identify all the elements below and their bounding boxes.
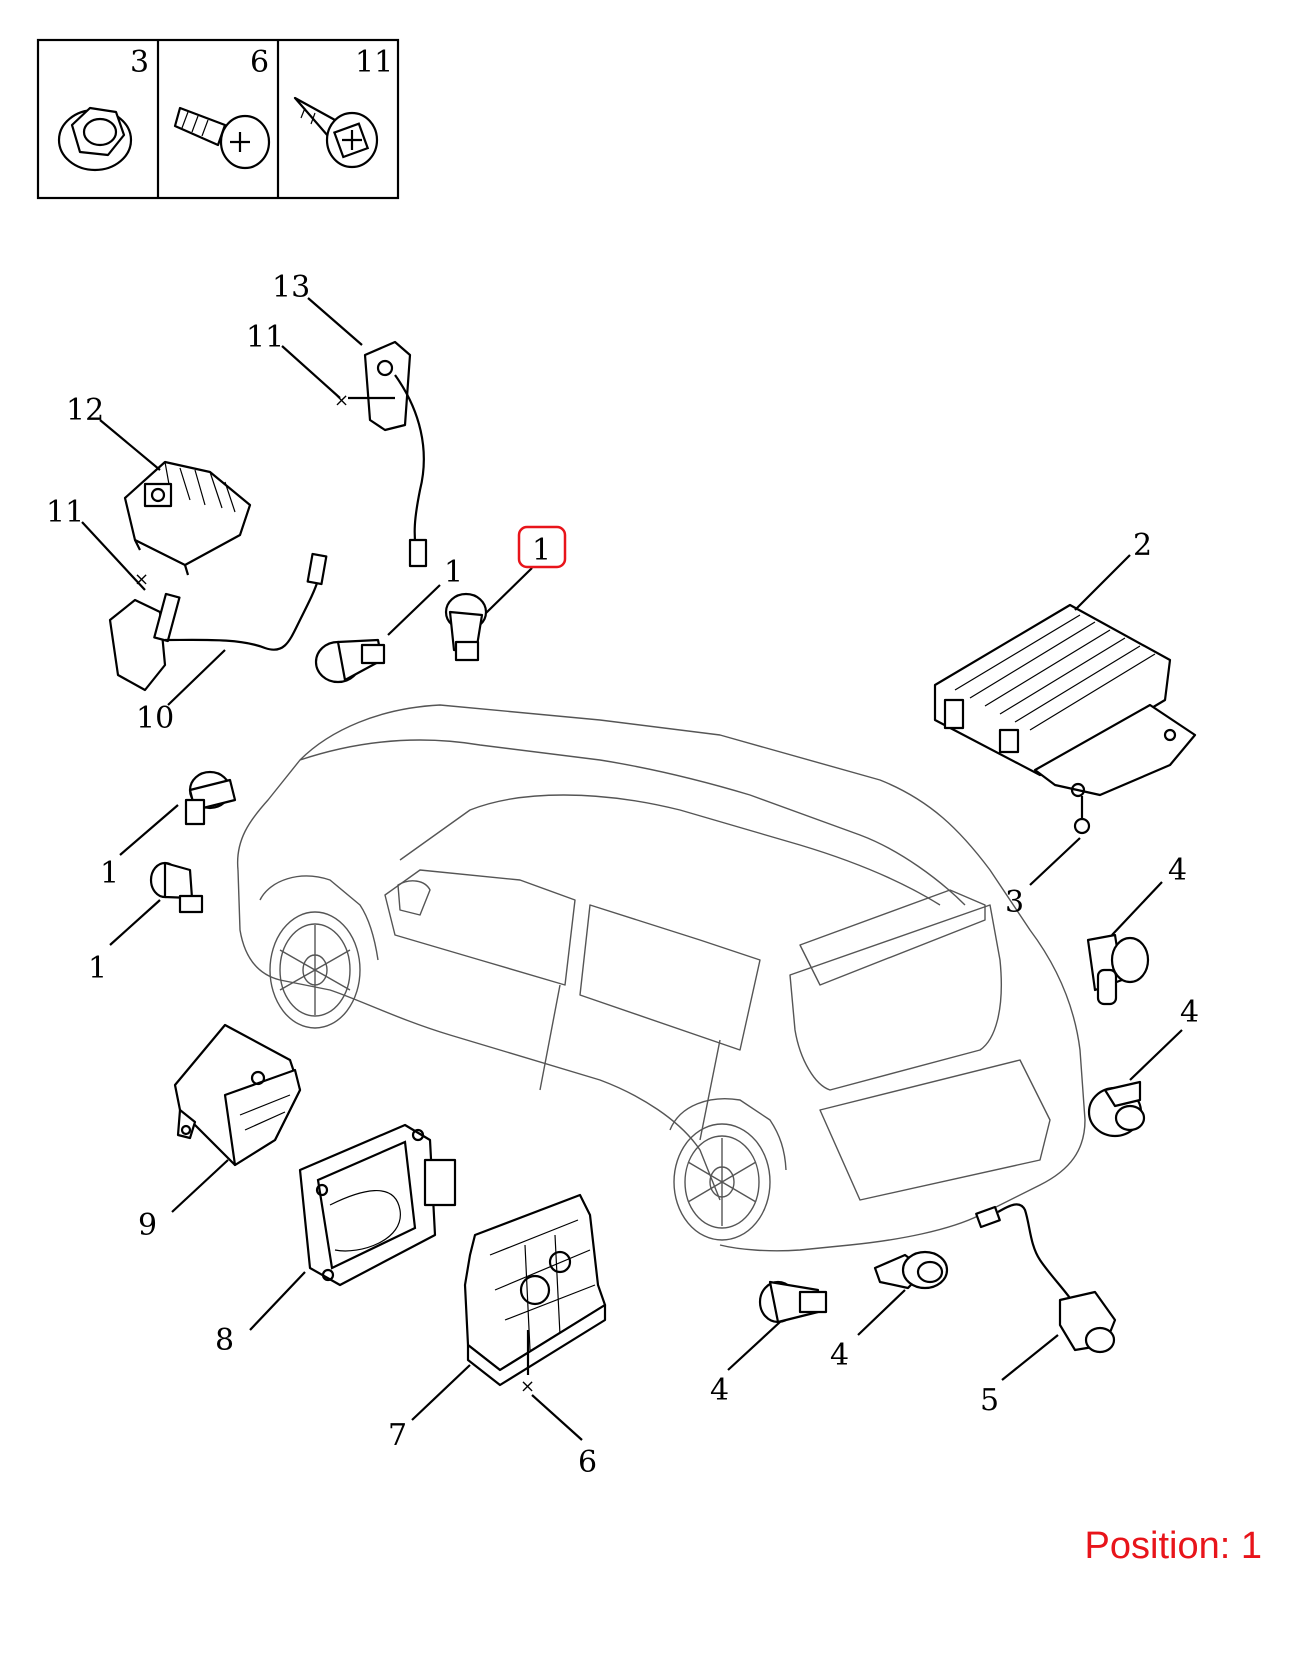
legend-label-11: 11 <box>355 45 393 80</box>
part-10-sensor-harness <box>108 552 328 692</box>
part-1-parking-sensor-a <box>314 638 386 684</box>
callout-13: 13 <box>272 270 310 305</box>
part-1-parking-sensor-c <box>184 770 237 826</box>
callout-4-bottom-left: 4 <box>710 1373 729 1408</box>
callout-9: 9 <box>138 1208 157 1243</box>
tapping-screw-icon <box>293 96 379 169</box>
leader-2 <box>1074 554 1131 611</box>
part-1-parking-sensor-d <box>149 861 204 914</box>
legend-label-3: 3 <box>130 45 149 80</box>
leader-1d <box>109 899 161 946</box>
suv-vehicle-outline <box>236 704 1086 1252</box>
leader-13 <box>307 297 363 346</box>
leader-12 <box>99 419 161 471</box>
leader-4c <box>727 1321 781 1371</box>
leader-11a <box>281 345 341 399</box>
flange-nut-icon <box>57 106 133 172</box>
svg-text:×: × <box>520 1376 535 1397</box>
callout-5: 5 <box>980 1383 999 1418</box>
leader-1b <box>485 567 533 614</box>
part-13-sensor-bracket <box>348 340 428 568</box>
callout-4-bottom-mid: 4 <box>830 1338 849 1373</box>
part-4-parking-sensor-a <box>1086 933 1150 1006</box>
callout-4-right-upper: 4 <box>1168 853 1187 888</box>
leader-3 <box>1029 837 1081 886</box>
leader-9 <box>171 1159 229 1213</box>
callout-4-right-lower: 4 <box>1180 995 1199 1030</box>
leader-1c <box>119 804 179 856</box>
leader-5 <box>1001 1334 1059 1381</box>
washer-screw-icon <box>173 106 271 170</box>
leader-8 <box>249 1271 306 1331</box>
leader-4d <box>857 1289 906 1336</box>
leader-10 <box>167 649 226 706</box>
callout-1-highlighted: 1 <box>532 533 551 568</box>
leader-11b <box>81 521 146 591</box>
svg-text:×: × <box>134 569 149 590</box>
fastener-legend-box: 3 6 11 <box>36 38 400 200</box>
leader-4b <box>1129 1029 1183 1081</box>
position-indicator: Position: 1 <box>1084 1525 1262 1567</box>
callout-11-upper: 11 <box>246 320 284 355</box>
part-4-parking-sensor-d <box>873 1250 949 1290</box>
leader-1a <box>387 584 441 636</box>
highlight-box <box>517 525 567 569</box>
callout-2: 2 <box>1133 528 1152 563</box>
svg-text:×: × <box>334 390 349 411</box>
callout-3: 3 <box>1005 885 1024 920</box>
part-4-parking-sensor-c <box>758 1280 828 1324</box>
callout-1-top: 1 <box>444 555 463 590</box>
callout-1-left-upper: 1 <box>100 856 119 891</box>
callout-6: 6 <box>578 1445 597 1480</box>
part-2-control-unit <box>933 603 1197 798</box>
part-1-parking-sensor-highlighted <box>444 592 488 662</box>
callout-8: 8 <box>215 1323 234 1358</box>
leader-6 <box>531 1394 583 1441</box>
legend-label-6: 6 <box>250 45 269 80</box>
callout-12: 12 <box>66 393 104 428</box>
part-9-control-box <box>173 1023 302 1167</box>
part-12-control-module <box>123 460 252 576</box>
callout-10: 10 <box>136 701 174 736</box>
callout-7: 7 <box>388 1418 407 1453</box>
part-7-mounting-bracket <box>463 1193 607 1387</box>
part-3-nut <box>1073 796 1091 835</box>
leader-4a <box>1111 881 1163 936</box>
part-4-parking-sensor-b <box>1087 1080 1146 1138</box>
callout-1-left-lower: 1 <box>88 951 107 986</box>
callout-11-lower: 11 <box>46 495 84 530</box>
part-5-sensor-harness <box>975 1203 1117 1354</box>
leader-7 <box>411 1364 471 1421</box>
part-8-radar-module <box>298 1123 457 1287</box>
